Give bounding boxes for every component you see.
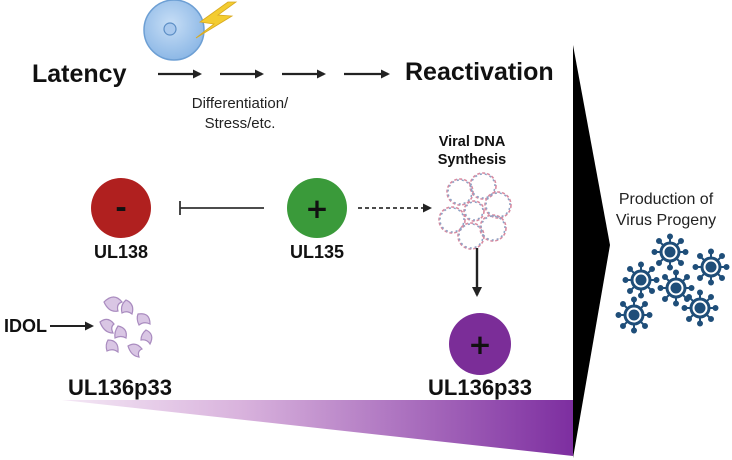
trigger-label-line2: Stress/etc. (205, 115, 276, 132)
lightning-icon (195, 1, 238, 39)
ul136-gradient-wedge (62, 400, 573, 456)
ul136-right-label: UL136p33 (428, 375, 532, 400)
ul135-circle (287, 178, 347, 238)
viral-dna-label-line1: Viral DNA (439, 134, 506, 150)
virus-progeny-group (615, 233, 730, 334)
inhibition-arrow (179, 201, 264, 215)
progression-wedge-arrow (573, 45, 610, 458)
ul138-circle (91, 178, 151, 238)
ul138-sign: - (115, 191, 127, 224)
virus-icon (651, 233, 689, 271)
idol-label: IDOL (4, 316, 47, 336)
latency-label: Latency (32, 60, 127, 88)
protein-fragments-icon (99, 296, 153, 358)
cell-icon (143, 0, 205, 61)
production-label-line1: Production of (619, 191, 714, 208)
virus-icon (692, 248, 730, 286)
virus-icon (681, 289, 719, 327)
trigger-label-line1: Differentiation/ (192, 95, 289, 112)
ul135-label: UL135 (290, 242, 344, 262)
reactivation-label: Reactivation (405, 58, 554, 86)
ul136-left-label: UL136p33 (68, 375, 172, 400)
ul138-label: UL138 (94, 242, 148, 262)
ul135-sign: + (305, 192, 328, 225)
viral-dna-label-line2: Synthesis (438, 152, 507, 168)
virus-icon (657, 269, 695, 307)
virus-icon (615, 296, 653, 334)
production-label-line2: Virus Progeny (616, 212, 716, 229)
ul136-circle (449, 313, 511, 375)
viral-dna-icon (438, 172, 512, 250)
virus-icon (622, 261, 660, 299)
ul136-sign: + (468, 328, 491, 361)
